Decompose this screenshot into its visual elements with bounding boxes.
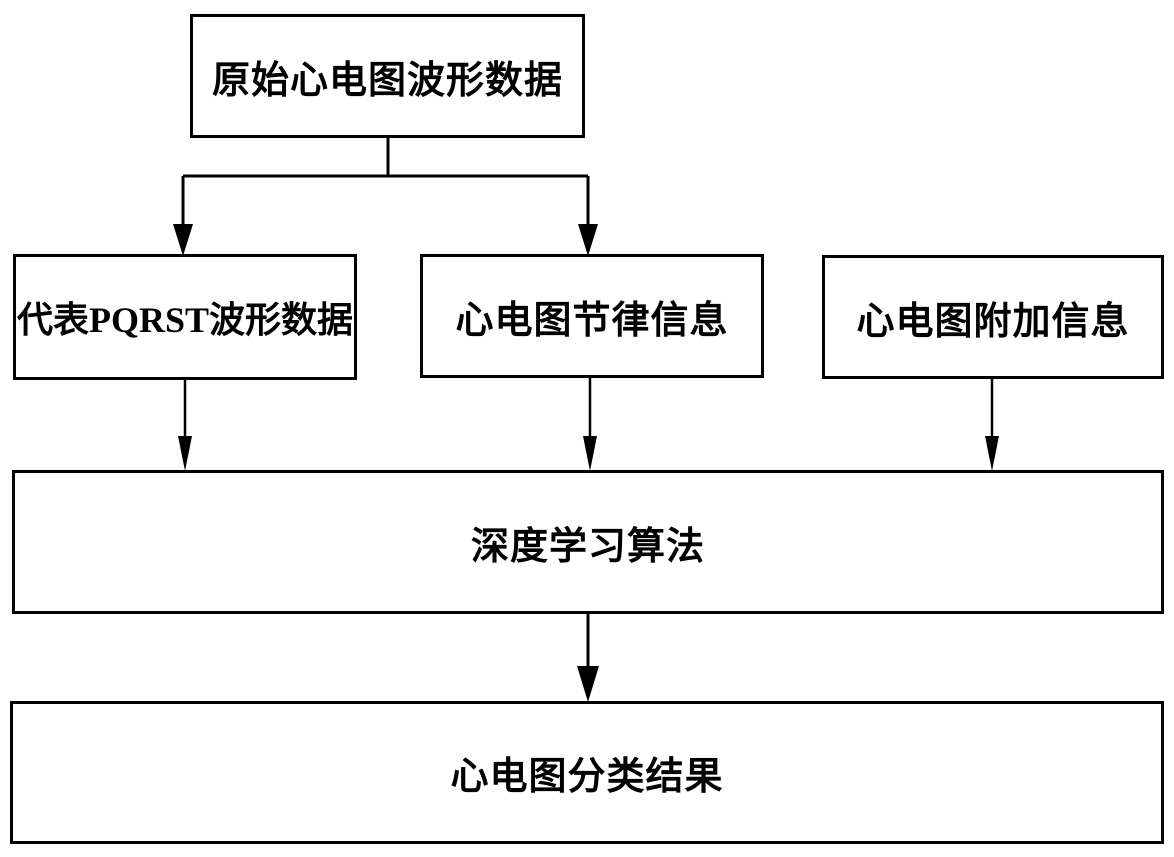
edge-raw-to-pqrst [173, 176, 193, 256]
node-ecg-rhythm-info: 心电图节律信息 [420, 254, 764, 378]
edge-pqrst-to-deep-learning [178, 380, 192, 471]
node-ecg-classification-result: 心电图分类结果 [10, 701, 1164, 844]
node-label: 心电图分类结果 [450, 756, 724, 798]
arrowhead-down-icon [578, 224, 598, 256]
edge-deep-learning-to-result [577, 614, 599, 702]
arrowhead-down-icon [985, 436, 999, 471]
node-pqrst-waveform-data: 代表PQRST波形数据 [13, 254, 357, 380]
node-raw-ecg-waveform-data: 原始心电图波形数据 [190, 14, 585, 138]
edge-additional-to-deep-learning [985, 379, 999, 471]
edge-rhythm-to-deep-learning [583, 378, 597, 471]
node-label: 心电图节律信息 [455, 299, 729, 342]
node-label: 代表PQRST波形数据 [16, 300, 354, 340]
edge-raw-to-children [183, 137, 588, 178]
arrowhead-down-icon [583, 436, 597, 471]
edge-raw-to-rhythm [578, 176, 598, 256]
arrowhead-down-icon [577, 666, 599, 702]
arrowhead-down-icon [173, 224, 193, 256]
arrowhead-down-icon [178, 436, 192, 471]
node-label: 原始心电图波形数据 [211, 59, 563, 102]
node-ecg-additional-info: 心电图附加信息 [822, 255, 1164, 379]
node-label: 深度学习算法 [470, 525, 705, 568]
node-label: 心电图附加信息 [856, 300, 1130, 343]
node-deep-learning-algorithm: 深度学习算法 [12, 470, 1164, 614]
